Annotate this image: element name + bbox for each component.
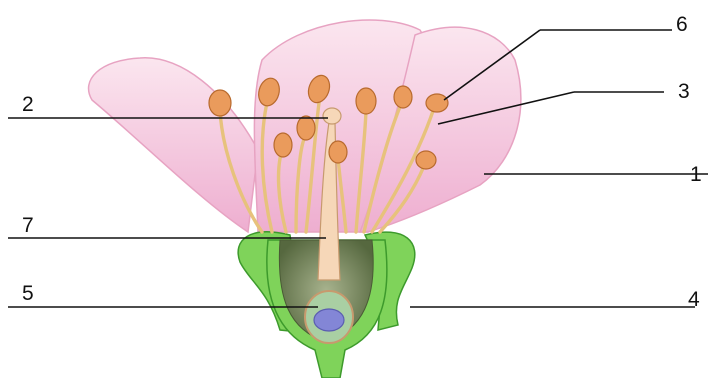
- anther: [416, 151, 436, 169]
- stigma: [323, 108, 341, 124]
- anther: [356, 88, 376, 114]
- label-anther: 6: [676, 13, 688, 36]
- anther: [209, 90, 231, 116]
- label-style: 7: [22, 214, 34, 237]
- petal-left: [89, 58, 258, 232]
- ovule-inner: [314, 309, 344, 331]
- anther: [329, 141, 347, 163]
- anther: [274, 133, 292, 157]
- label-sepal: 4: [688, 288, 700, 311]
- label-petal: 1: [690, 163, 702, 186]
- label-ovule: 5: [22, 282, 34, 305]
- label-stigma: 2: [22, 93, 34, 116]
- anther: [297, 116, 315, 140]
- label-filament: 3: [678, 80, 690, 103]
- anther: [394, 86, 412, 108]
- anther: [426, 94, 448, 112]
